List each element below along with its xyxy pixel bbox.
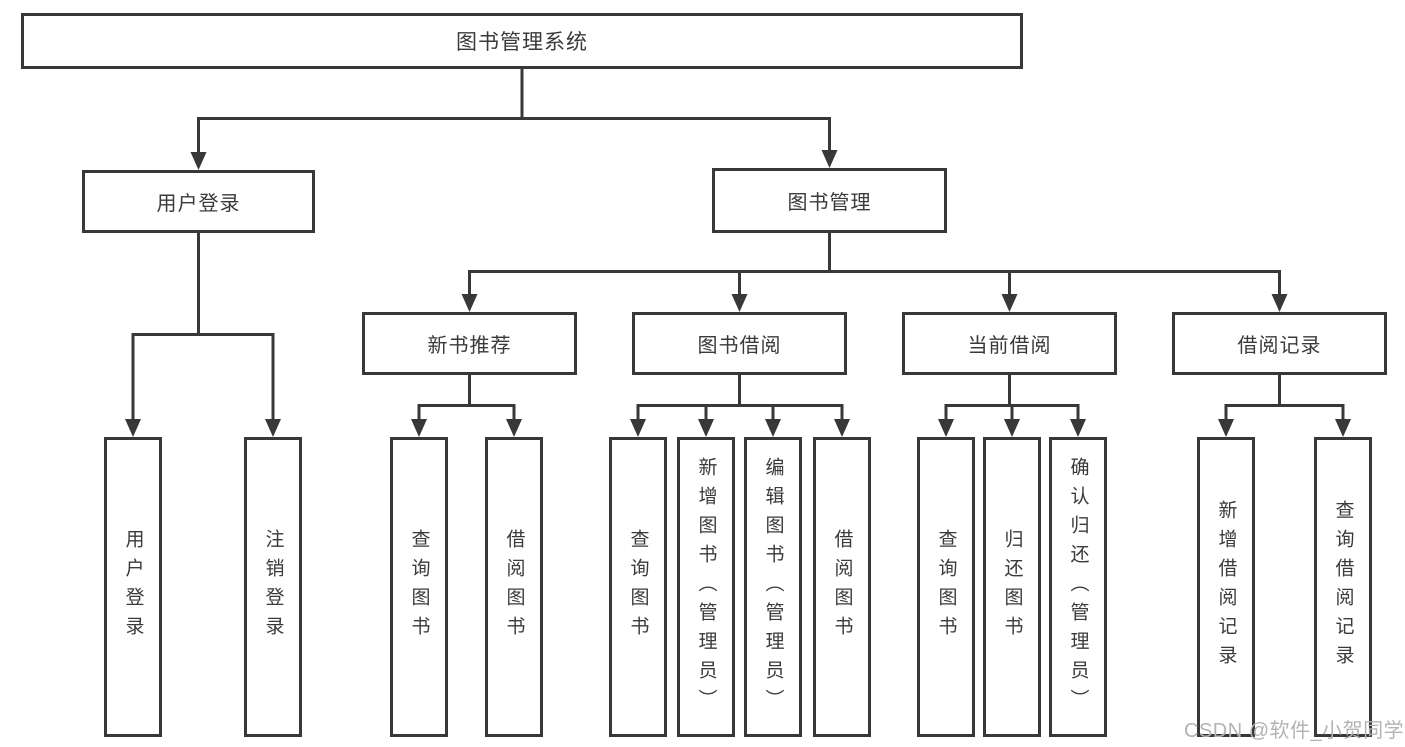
leaf-query-books-recommend-label: 查询图书 <box>408 529 430 645</box>
connector-new-book-recommend-children <box>411 375 522 437</box>
connector-root-to-level2 <box>190 69 838 170</box>
leaf-query-books-borrow: 查询图书 <box>609 437 667 737</box>
node-library-system-label: 图书管理系统 <box>456 31 588 54</box>
connector-user-login-children <box>125 233 281 437</box>
leaf-add-book-admin: 新增图书（管理员） <box>677 437 735 737</box>
node-current-borrow-label: 当前借阅 <box>967 335 1052 357</box>
node-book-management-label: 图书管理 <box>787 192 872 214</box>
leaf-edit-book-admin: 编辑图书（管理员） <box>744 437 802 737</box>
connector-current-borrow-children <box>938 375 1086 437</box>
node-borrow-records: 借阅记录 <box>1172 312 1387 375</box>
leaf-query-borrow-record-label: 查询借阅记录 <box>1332 500 1354 674</box>
node-library-system: 图书管理系统 <box>21 13 1023 69</box>
node-book-borrow-label: 图书借阅 <box>697 335 782 357</box>
leaf-confirm-return-admin: 确认归还（管理员） <box>1049 437 1107 737</box>
leaf-return-books-label: 归还图书 <box>1001 529 1023 645</box>
connector-book-management-children <box>461 233 1288 312</box>
node-user-login: 用户登录 <box>82 170 315 233</box>
leaf-query-books-current: 查询图书 <box>917 437 975 737</box>
leaf-query-books-current-label: 查询图书 <box>935 529 957 645</box>
leaf-add-borrow-record-label: 新增借阅记录 <box>1215 500 1237 674</box>
leaf-edit-book-admin-label: 编辑图书（管理员） <box>762 456 784 718</box>
node-borrow-records-label: 借阅记录 <box>1237 335 1322 357</box>
leaf-borrow-books-recommend: 借阅图书 <box>485 437 543 737</box>
leaf-logout-label: 注销登录 <box>262 529 284 645</box>
leaf-borrow-books: 借阅图书 <box>813 437 871 737</box>
leaf-add-borrow-record: 新增借阅记录 <box>1197 437 1255 737</box>
node-current-borrow: 当前借阅 <box>902 312 1117 375</box>
node-book-borrow: 图书借阅 <box>632 312 847 375</box>
connector-book-borrow-children <box>630 375 850 437</box>
leaf-borrow-books-recommend-label: 借阅图书 <box>503 529 525 645</box>
leaf-query-borrow-record: 查询借阅记录 <box>1314 437 1372 737</box>
leaf-add-book-admin-label: 新增图书（管理员） <box>695 456 717 718</box>
node-new-book-recommend: 新书推荐 <box>362 312 577 375</box>
node-user-login-label: 用户登录 <box>156 193 241 215</box>
leaf-logout: 注销登录 <box>244 437 302 737</box>
leaf-confirm-return-admin-label: 确认归还（管理员） <box>1067 456 1089 718</box>
leaf-return-books: 归还图书 <box>983 437 1041 737</box>
node-book-management: 图书管理 <box>712 168 947 233</box>
leaf-query-books-borrow-label: 查询图书 <box>627 529 649 645</box>
leaf-user-login: 用户登录 <box>104 437 162 737</box>
csdn-watermark: CSDN @软件_小贺同学 <box>1184 720 1405 742</box>
node-new-book-recommend-label: 新书推荐 <box>427 335 512 357</box>
connector-borrow-records-children <box>1218 375 1351 437</box>
leaf-borrow-books-label: 借阅图书 <box>831 529 853 645</box>
leaf-user-login-label: 用户登录 <box>122 529 144 645</box>
leaf-query-books-recommend: 查询图书 <box>390 437 448 737</box>
